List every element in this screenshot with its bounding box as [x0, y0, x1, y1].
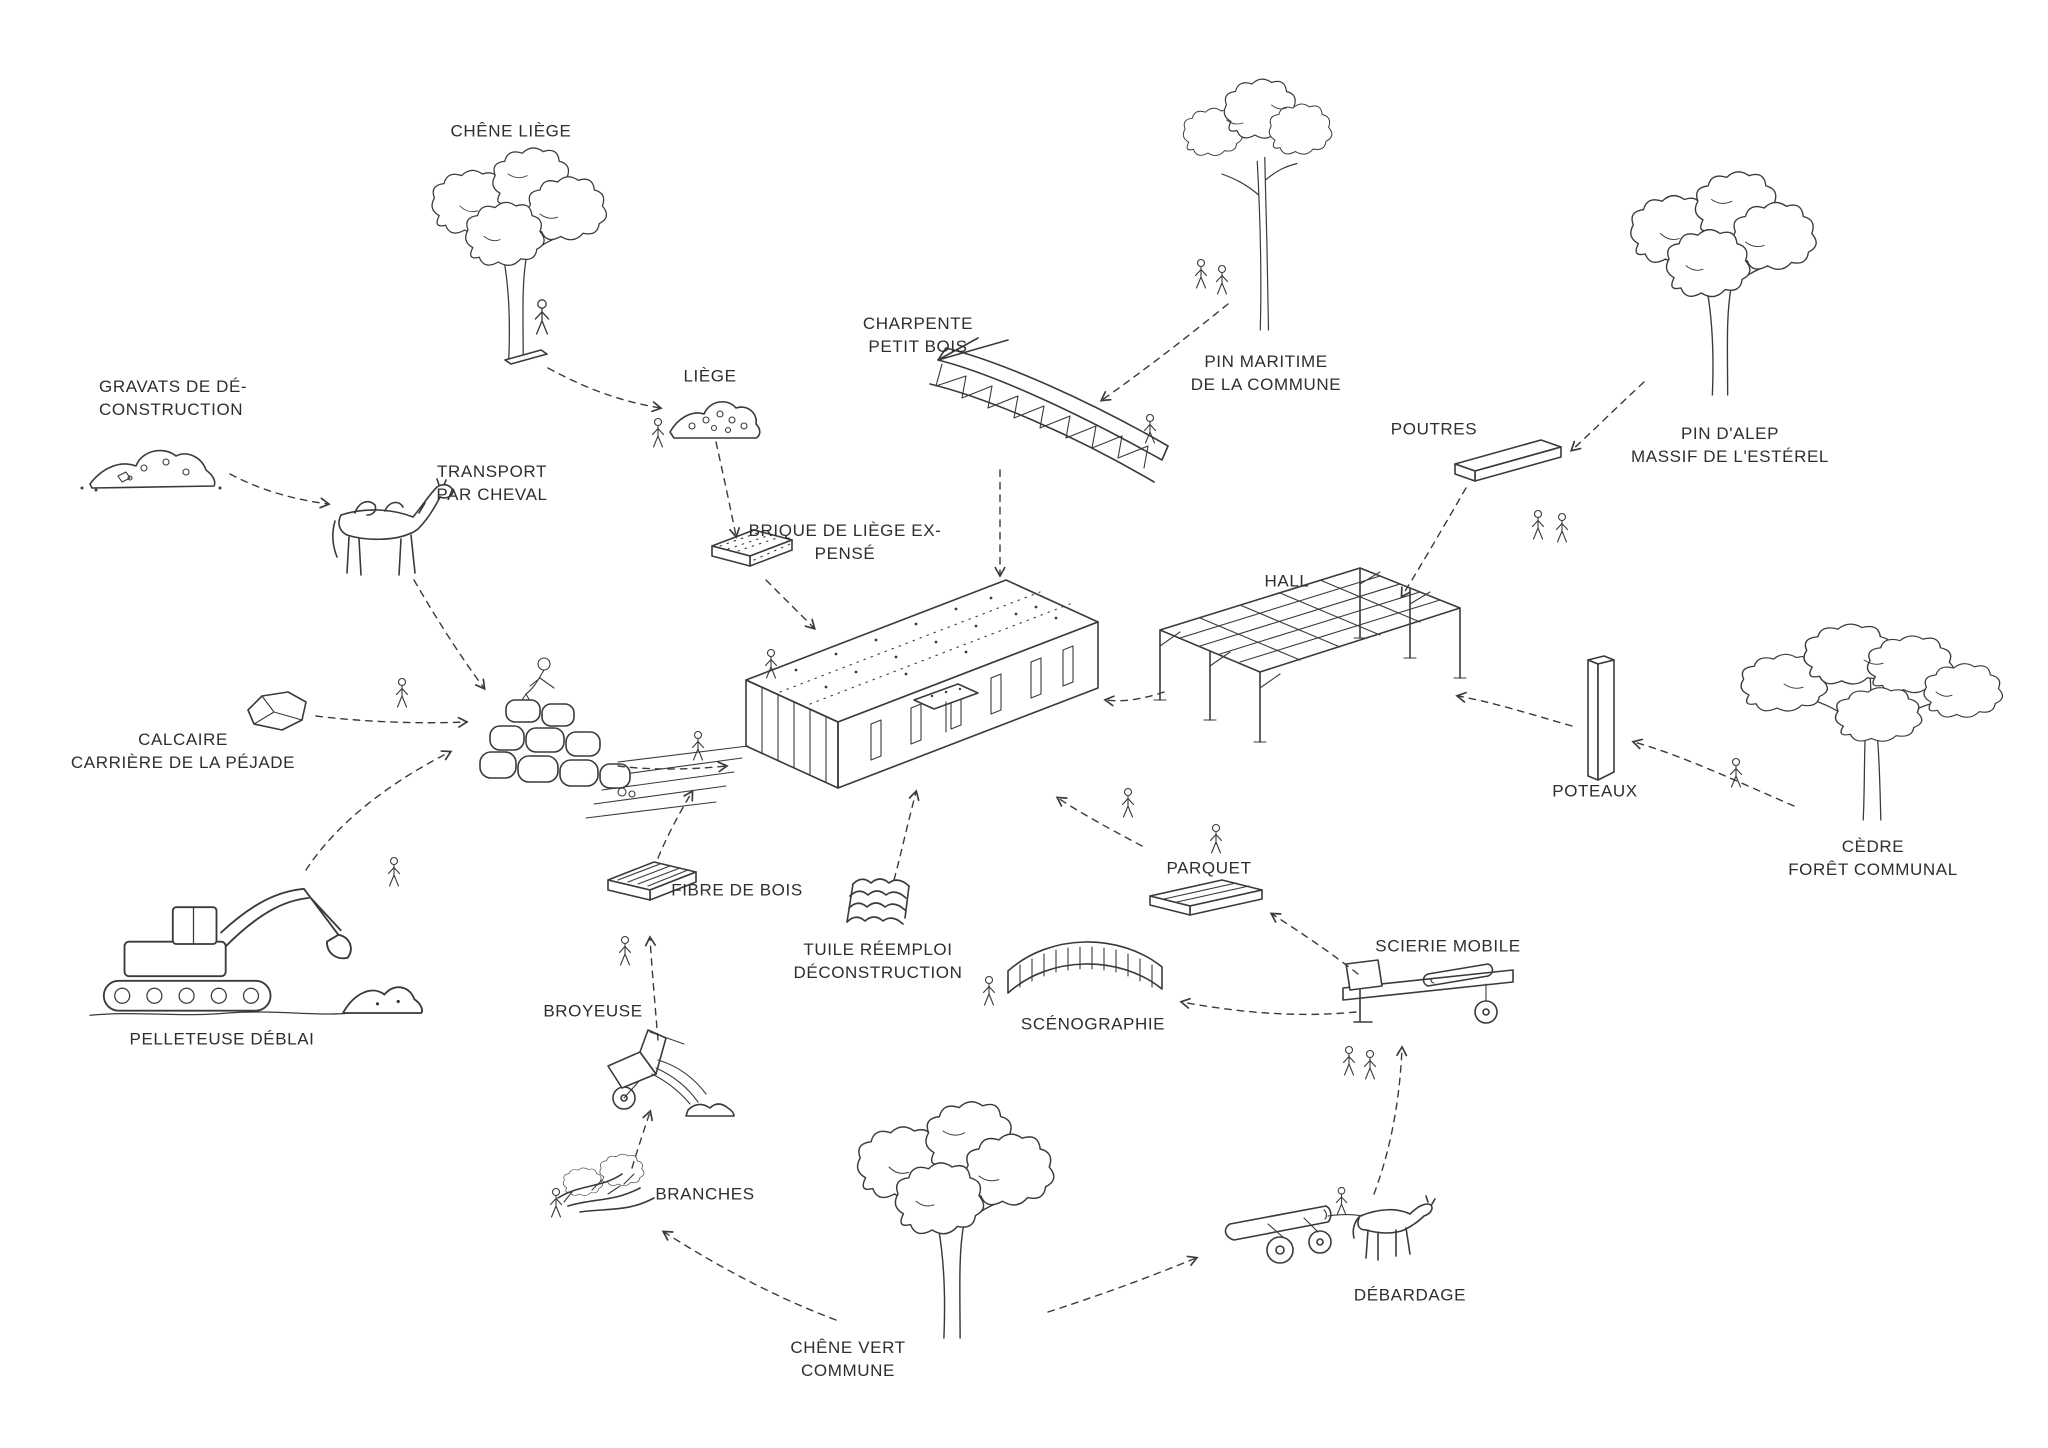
flow-arrow-pelleteuse-to-calcaire — [305, 750, 453, 871]
flow-arrow-cedre-to-poteaux — [1631, 738, 1795, 807]
excavator-illustration — [89, 887, 423, 1016]
stone-wall-and-mason-illustration — [479, 657, 636, 798]
human-figure — [1121, 787, 1135, 818]
cork-brick-illustration — [711, 529, 793, 567]
flow-arrow-fibre-bois-to-batiment — [657, 789, 694, 859]
branches-pile-illustration — [557, 1153, 655, 1213]
flow-arrow-chene-vert-to-debardage — [1047, 1255, 1199, 1313]
cedar-tree-illustration — [1741, 624, 2002, 820]
human-figure — [534, 299, 550, 335]
human-figure — [1531, 509, 1545, 540]
main-building-illustration — [585, 579, 1099, 819]
reclaimed-tiles-illustration — [846, 878, 910, 925]
flow-arrow-liege-to-brique-liege — [715, 441, 741, 539]
maritime-pine-tree-illustration — [1183, 79, 1331, 330]
human-figure — [1555, 512, 1569, 543]
log-hauling-cart-illustration — [1224, 1186, 1436, 1264]
flow-arrow-scierie-to-parquet — [1269, 912, 1359, 975]
flow-arrow-poutres-to-hall — [1400, 487, 1467, 599]
human-figure — [618, 935, 632, 966]
flow-arrow-chene-liege-to-liege — [547, 367, 663, 413]
flow-arrow-poteaux-to-hall — [1455, 691, 1573, 727]
post-illustration — [1587, 655, 1615, 781]
human-figure — [395, 677, 409, 708]
flow-arrow-parquet-to-batiment — [1055, 796, 1143, 847]
edges-layer — [229, 303, 1795, 1321]
human-figure — [651, 417, 665, 448]
scenography-curved-wall-illustration — [1007, 941, 1163, 994]
flow-arrow-debardage-to-scierie — [1373, 1045, 1408, 1195]
cork-oak-tree-illustration — [432, 148, 606, 358]
flow-arrow-branches-to-broyeuse — [631, 1109, 653, 1169]
cork-plank-illustration — [504, 349, 548, 365]
human-figure — [1729, 757, 1743, 788]
flow-arrow-calcaire-to-mur-pierre — [315, 715, 469, 728]
wood-chipper-illustration — [607, 1029, 735, 1117]
rubble-pile-illustration — [80, 449, 222, 492]
human-figure — [1194, 258, 1208, 289]
aleppo-pine-tree-illustration — [1631, 172, 1816, 395]
cork-pile-illustration — [669, 401, 761, 439]
flow-arrow-brique-liege-to-batiment — [765, 579, 816, 630]
flow-arrow-hall-to-batiment — [1103, 691, 1165, 707]
flow-arrow-pin-maritime-to-charpente — [1099, 303, 1229, 402]
human-figure — [691, 730, 705, 761]
flow-arrow-scierie-to-scenographie — [1179, 997, 1357, 1016]
limestone-block-illustration — [247, 691, 307, 731]
wood-fiber-board-illustration — [607, 861, 697, 901]
human-figure — [1342, 1045, 1356, 1076]
flow-arrow-chene-vert-to-branches — [661, 1230, 837, 1321]
flow-arrow-gravats-to-transport-cheval — [229, 473, 331, 509]
timber-truss-illustration — [929, 337, 1169, 483]
parquet-plank-illustration — [1149, 879, 1263, 916]
pack-horse-illustration — [332, 478, 454, 576]
green-roof-dots — [794, 596, 1058, 689]
flow-arrow-tuile-to-batiment — [893, 789, 920, 881]
human-figure — [1215, 264, 1229, 295]
human-figure — [549, 1187, 563, 1218]
flow-arrow-pin-alep-to-poutres — [1569, 381, 1645, 452]
flow-arrow-broyeuse-to-fibre-bois — [644, 935, 659, 1041]
beam-illustration — [1454, 439, 1562, 482]
holm-oak-tree-illustration — [858, 1102, 1054, 1338]
flow-arrow-mur-pierre-to-batiment — [617, 761, 729, 773]
flow-arrow-transport-cheval-to-mur-pierre — [413, 579, 486, 691]
human-figure — [387, 856, 401, 887]
hall-frame-illustration — [1153, 567, 1467, 743]
human-figure — [1209, 823, 1223, 854]
mobile-sawmill-illustration — [1342, 959, 1514, 1024]
human-figure — [1363, 1049, 1377, 1080]
human-figure — [982, 975, 996, 1006]
